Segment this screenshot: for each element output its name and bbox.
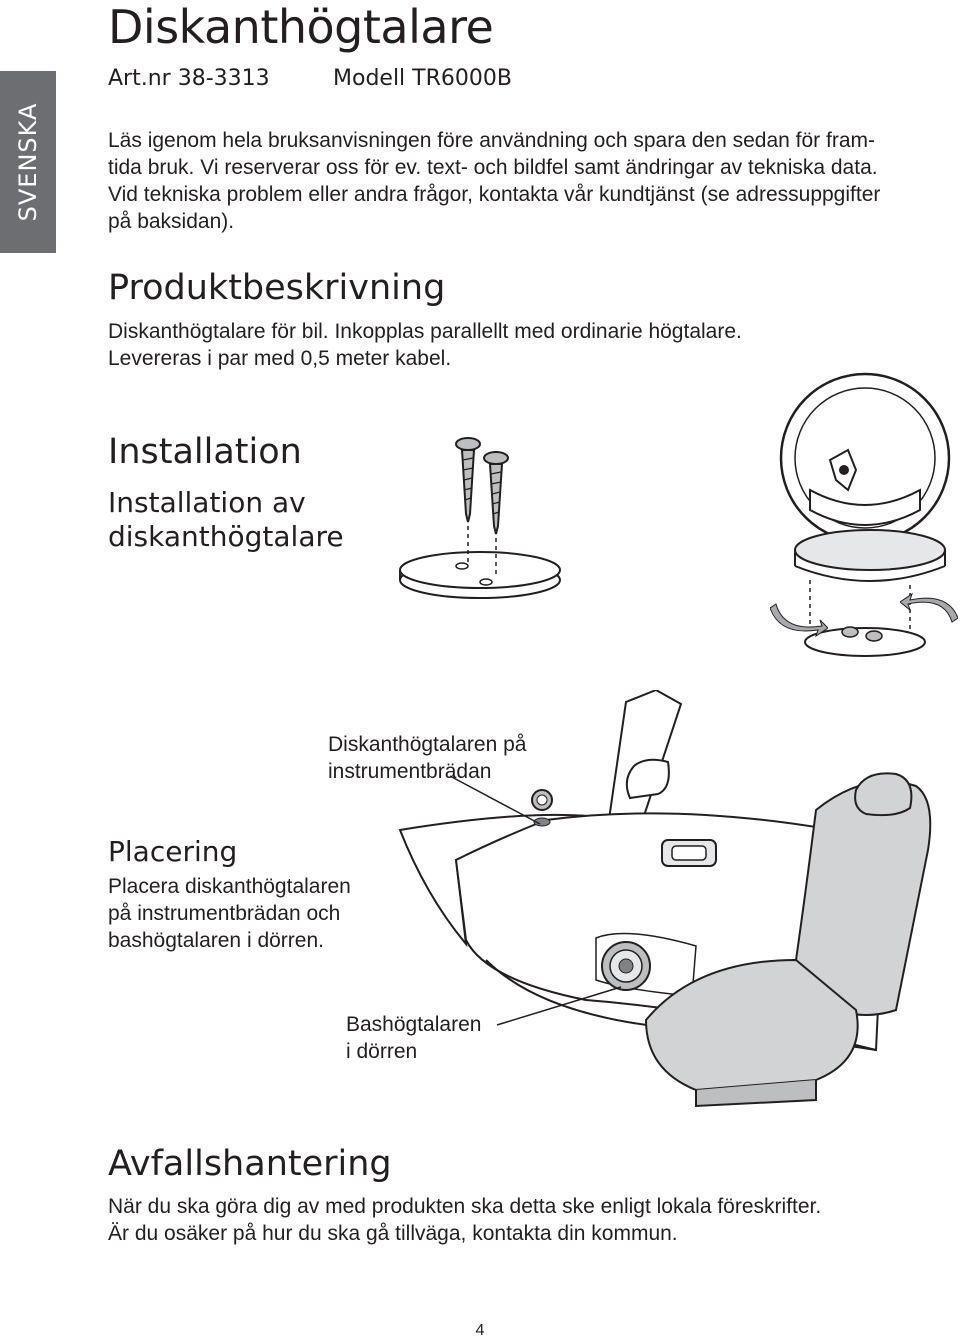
page-number: 4 [475,1322,485,1339]
rotate-right-arrow-icon [900,592,958,623]
car-interior-illustration [398,690,932,1108]
model-number: Modell TR6000B [333,66,512,91]
intro-line: Vid tekniska problem eller andra frågor,… [108,183,881,206]
disposal-heading: Avfallshantering [108,1144,392,1184]
bass-callout-line: Bashögtalaren [346,1013,482,1036]
placement-line: Placera diskanthögtalaren [108,875,351,898]
placement-line: på instrumentbrädan och [108,902,341,925]
bass-callout: Bashögtalaren i dörren [346,1011,481,1065]
placement-description: Placera diskanthögtalaren på instrumentb… [108,873,351,954]
installation-subheading-line: Installation av [108,486,306,519]
bass-callout-line: i dörren [346,1040,418,1063]
placement-line: bashögtalaren i dörren. [108,929,324,952]
disposal-line: Är du osäker på hur du ska gå tillväga, … [108,1222,678,1245]
disposal-description: När du ska göra dig av med produkten ska… [108,1193,821,1247]
placement-heading: Placering [108,835,238,868]
installation-heading: Installation [108,432,302,472]
tweeter-callout-leader [449,775,541,825]
tweeter-callout-line: instrumentbrädan [328,760,492,783]
installation-subheading-line: diskanthögtalare [108,520,344,553]
article-number: Art.nr 38-3313 [108,66,270,91]
rotate-left-arrow-icon [770,603,828,638]
mounting-plate-screws-illustration [399,437,561,599]
tweeter-callout: Diskanthögtalaren på instrumentbrädan [328,731,526,785]
product-heading: Produktbeskrivning [108,268,446,308]
intro-paragraph: Läs igenom hela bruksanvisningen före an… [108,127,958,235]
product-line: Levereras i par med 0,5 meter kabel. [108,347,452,370]
installation-subheading: Installation av diskanthögtalare [108,486,408,554]
page-title: Diskanthögtalare [108,0,494,54]
intro-line: Läs igenom hela bruksanvisningen före an… [108,129,875,152]
tweeter-mount-illustration [779,372,951,657]
tweeter-callout-line: Diskanthögtalaren på [328,733,527,756]
intro-line: tida bruk. Vi reserverar oss för ev. tex… [108,156,878,179]
language-tab-label: SVENSKA [14,102,42,222]
disposal-line: När du ska göra dig av med produkten ska… [108,1195,822,1218]
bass-callout-leader [496,986,622,1026]
language-tab: SVENSKA [0,71,56,253]
product-line: Diskanthögtalare för bil. Inkopplas para… [108,320,742,343]
product-description: Diskanthögtalare för bil. Inkopplas para… [108,318,742,372]
intro-line: på baksidan). [108,210,235,233]
